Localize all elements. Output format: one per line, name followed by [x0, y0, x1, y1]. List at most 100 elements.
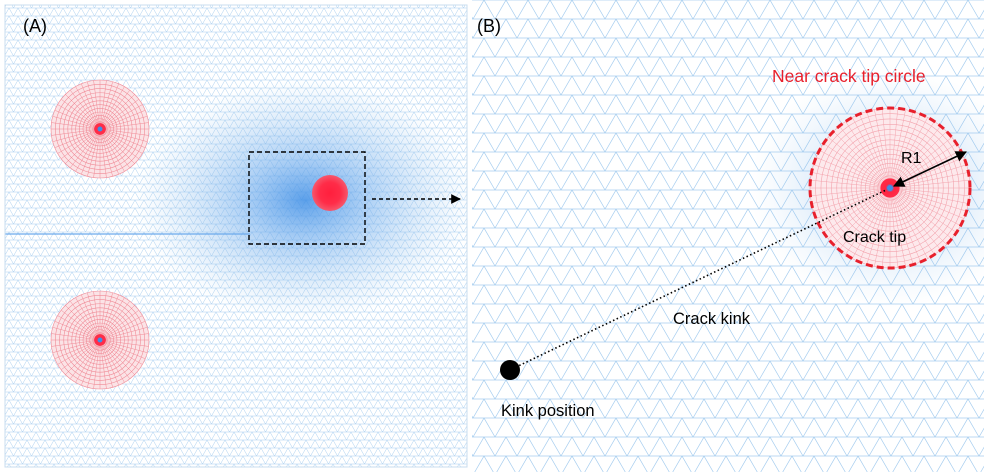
rosette-center: [97, 126, 103, 132]
rosette-spoke: [99, 116, 148, 130]
rosette-spoke: [99, 83, 119, 130]
radius-label: R1: [901, 150, 922, 167]
rosette-spoke: [69, 89, 101, 130]
rosette-spoke: [99, 128, 146, 148]
near-crack-tip-circle: [808, 106, 972, 270]
rosette-spoke: [99, 339, 140, 371]
rosette-spoke: [69, 128, 101, 169]
crack-tip-point: [887, 185, 893, 191]
rosette-spoke: [51, 339, 101, 347]
rosette-spoke: [87, 81, 101, 130]
rosette-spoke: [823, 187, 891, 233]
rosette-spoke: [810, 179, 891, 189]
rosette-spoke: [99, 339, 107, 389]
rosette-spoke: [99, 339, 149, 347]
rosette-spoke: [81, 128, 101, 175]
rosette-spoke: [889, 187, 935, 255]
rosette-spoke: [859, 187, 891, 263]
rosette-spoke: [69, 339, 101, 380]
rosette-spoke: [833, 131, 891, 189]
rosette-spoke: [99, 305, 135, 341]
rosette-spoke: [57, 128, 101, 154]
rosette-spoke: [93, 291, 101, 341]
rosette-spoke: [811, 187, 891, 204]
rosette-spoke: [813, 187, 891, 212]
rosette-spoke: [99, 339, 119, 386]
rosette-spoke: [99, 128, 125, 172]
rosette-spoke: [819, 187, 891, 226]
rosette-spoke: [889, 108, 899, 189]
rosette-spoke: [99, 128, 140, 160]
rosette-spoke: [52, 339, 101, 353]
panel-a-label: (A): [23, 16, 47, 36]
rosette-spoke: [60, 128, 101, 160]
rosette-spoke: [99, 80, 107, 130]
rosette-spoke: [81, 339, 101, 386]
rosette-spoke: [99, 98, 140, 130]
rosette-spoke: [99, 128, 131, 169]
rosette-spoke: [57, 315, 101, 341]
rosette-spoke: [93, 339, 101, 389]
kink-position-dot: [500, 360, 520, 380]
rosette-spoke: [881, 187, 891, 268]
rosette-spoke: [811, 172, 891, 189]
rosette-spoke: [99, 122, 149, 130]
rosette-spoke: [99, 339, 131, 380]
rosette-spoke: [60, 339, 101, 371]
rosette-spoke: [75, 297, 101, 341]
rosette-spoke: [99, 292, 113, 341]
rosette-spoke: [75, 86, 101, 130]
panel-a: [5, 5, 467, 467]
rosette-spoke: [51, 122, 101, 130]
rosette-spoke: [60, 309, 101, 341]
rosette-spoke: [57, 104, 101, 130]
rosette-spoke: [852, 187, 891, 259]
rosette-spoke: [859, 113, 891, 189]
rosette-spoke: [69, 300, 101, 341]
zoom-box: [248, 151, 366, 245]
rosette-spoke: [889, 187, 928, 259]
rosette-spoke: [839, 187, 891, 250]
rosette-spoke: [866, 111, 891, 189]
rosette-spoke: [99, 81, 113, 130]
rosette-spoke: [99, 94, 135, 130]
crack-kink-path: [511, 189, 887, 370]
rosette-spoke: [889, 187, 957, 233]
rosette-spoke: [99, 128, 119, 175]
rosette-lower-left: [50, 290, 150, 390]
rosette-spoke: [889, 109, 906, 189]
panel-b: [472, 0, 984, 472]
rosette-spoke: [93, 80, 101, 130]
rosette-spoke: [57, 339, 101, 365]
near-crack-tip-title: Near crack tip circle: [772, 66, 926, 86]
rosette-spoke: [99, 89, 131, 130]
rosette-spoke: [889, 187, 970, 197]
rosette-spoke: [889, 187, 961, 226]
rosette-spoke: [99, 321, 146, 341]
rosette-spoke: [99, 128, 135, 164]
rosette-spoke: [54, 110, 101, 130]
rosette-spoke: [87, 292, 101, 341]
crack-kink-label: Crack kink: [673, 310, 751, 328]
rosette-spoke: [65, 94, 101, 130]
rosette-spoke: [81, 294, 101, 341]
rosette-spoke: [99, 128, 143, 154]
rosette-spoke: [845, 121, 891, 189]
rosette-spoke: [99, 291, 107, 341]
rosette-spoke: [87, 339, 101, 388]
rosette-spoke: [99, 327, 148, 341]
rosette-spoke: [889, 187, 965, 219]
rosette-spoke: [99, 309, 140, 341]
rosette-spoke: [815, 187, 891, 219]
rosette-spoke: [99, 339, 135, 375]
rosette-spoke: [54, 321, 101, 341]
rosette-spoke: [87, 128, 101, 177]
rosette-spoke: [889, 187, 947, 245]
rosette-spoke: [81, 83, 101, 130]
rosette-spoke: [60, 98, 101, 130]
rosette-spoke: [52, 128, 101, 142]
rosette-spoke: [99, 315, 143, 341]
rosette-spoke: [889, 187, 952, 239]
rosette-spoke: [99, 297, 125, 341]
